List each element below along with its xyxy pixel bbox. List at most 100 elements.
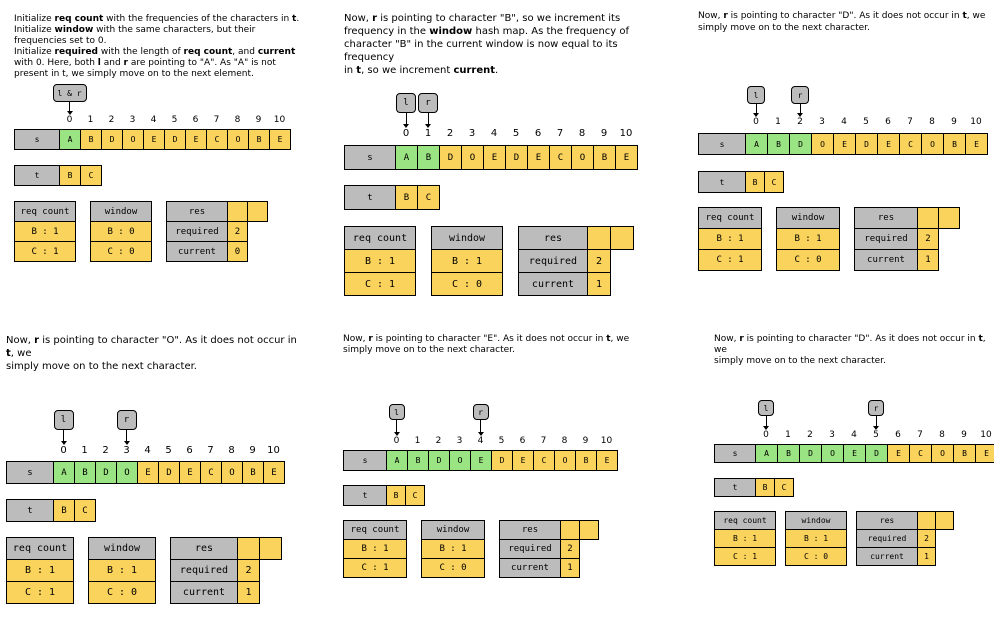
s-char-cell: O bbox=[221, 461, 243, 484]
s-char-cell: D bbox=[491, 450, 513, 471]
index-label: 10 bbox=[970, 117, 982, 127]
index-label: 0 bbox=[60, 445, 67, 456]
s-label: s bbox=[698, 133, 746, 155]
res-header-spacer bbox=[259, 537, 282, 560]
s-char-cell: E bbox=[483, 145, 506, 170]
res-header-spacer bbox=[587, 226, 611, 250]
s-char-cell: O bbox=[821, 444, 844, 463]
index-label: 5 bbox=[863, 117, 869, 127]
req-count-header: req count bbox=[714, 511, 776, 530]
index-label: 6 bbox=[192, 115, 199, 125]
s-char-cell: B bbox=[242, 461, 264, 484]
res-header: res bbox=[518, 226, 588, 250]
s-char-cell: O bbox=[116, 461, 138, 484]
index-label: 9 bbox=[582, 436, 589, 446]
index-label: 2 bbox=[108, 115, 115, 125]
index-label: 3 bbox=[819, 117, 825, 127]
pointer-label: r bbox=[791, 86, 809, 104]
req-count-entry: B : 1 bbox=[343, 539, 407, 559]
pointer-l: l bbox=[747, 86, 765, 117]
res-header: res bbox=[856, 511, 918, 530]
current-label: current bbox=[856, 547, 918, 566]
current-label: current bbox=[170, 581, 238, 604]
s-char-cell: B bbox=[417, 145, 440, 170]
t-char-cell: B bbox=[755, 478, 775, 497]
index-label: 4 bbox=[851, 430, 857, 440]
current-label: current bbox=[166, 241, 228, 262]
req-count-entry: C : 1 bbox=[698, 249, 762, 271]
s-char-cell: E bbox=[137, 461, 159, 484]
res-header-spacer bbox=[237, 537, 260, 560]
pointer-r: r bbox=[472, 404, 489, 436]
index-label: 7 bbox=[917, 430, 923, 440]
req-count-entry: C : 1 bbox=[714, 547, 776, 566]
index-label: 1 bbox=[81, 445, 88, 456]
required-value: 2 bbox=[917, 529, 936, 548]
index-label: 6 bbox=[895, 430, 901, 440]
index-label: 5 bbox=[171, 115, 178, 125]
window-header: window bbox=[90, 201, 152, 222]
s-char-cell: B bbox=[777, 444, 800, 463]
required-label: required bbox=[499, 539, 561, 559]
index-label: 1 bbox=[424, 128, 432, 139]
s-char-cell: E bbox=[470, 450, 492, 471]
t-char-cell: C bbox=[80, 165, 102, 186]
req-count-entry: B : 1 bbox=[698, 228, 762, 250]
pointer-label: l bbox=[758, 400, 774, 416]
s-char-cell: D bbox=[799, 444, 822, 463]
window-entry: B : 0 bbox=[90, 221, 152, 242]
current-value: 1 bbox=[917, 249, 939, 271]
req-count-header: req count bbox=[6, 537, 74, 560]
index-label: 10 bbox=[619, 128, 633, 139]
index-label: 2 bbox=[102, 445, 109, 456]
required-label: required bbox=[856, 529, 918, 548]
t-char-cell: B bbox=[386, 485, 406, 506]
s-char-cell: D bbox=[789, 133, 812, 155]
s-char-cell: B bbox=[248, 129, 270, 150]
t-label: t bbox=[343, 485, 387, 506]
req-count-entry: C : 1 bbox=[6, 581, 74, 604]
index-label: 3 bbox=[123, 445, 130, 456]
t-char-cell: B bbox=[395, 185, 418, 210]
res-header-spacer bbox=[610, 226, 634, 250]
pointer-label: l & r bbox=[52, 84, 87, 102]
window-entry: B : 1 bbox=[785, 529, 847, 548]
required-value: 2 bbox=[917, 228, 939, 250]
window-header: window bbox=[431, 226, 503, 250]
req-count-entry: C : 1 bbox=[343, 558, 407, 578]
s-char-cell: C bbox=[206, 129, 228, 150]
t-char-cell: B bbox=[59, 165, 81, 186]
index-label: 6 bbox=[534, 128, 542, 139]
pointer-label: l bbox=[388, 404, 405, 420]
required-label: required bbox=[170, 559, 238, 582]
s-char-cell: E bbox=[263, 461, 285, 484]
pointer-r: r bbox=[418, 93, 438, 128]
pointer-label: r bbox=[418, 93, 438, 113]
index-label: 7 bbox=[207, 445, 214, 456]
s-char-cell: B bbox=[74, 461, 96, 484]
index-label: 3 bbox=[468, 128, 476, 139]
index-label: 7 bbox=[556, 128, 564, 139]
window-entry: C : 0 bbox=[785, 547, 847, 566]
current-value: 1 bbox=[237, 581, 260, 604]
window-header: window bbox=[421, 520, 485, 540]
index-label: 2 bbox=[435, 436, 442, 446]
s-char-cell: O bbox=[811, 133, 834, 155]
s-char-cell: B bbox=[80, 129, 102, 150]
index-label: 10 bbox=[273, 115, 286, 125]
index-label: 4 bbox=[841, 117, 847, 127]
s-char-cell: E bbox=[269, 129, 291, 150]
window-entry: C : 0 bbox=[88, 581, 156, 604]
index-label: 1 bbox=[87, 115, 94, 125]
index-label: 10 bbox=[980, 430, 992, 440]
